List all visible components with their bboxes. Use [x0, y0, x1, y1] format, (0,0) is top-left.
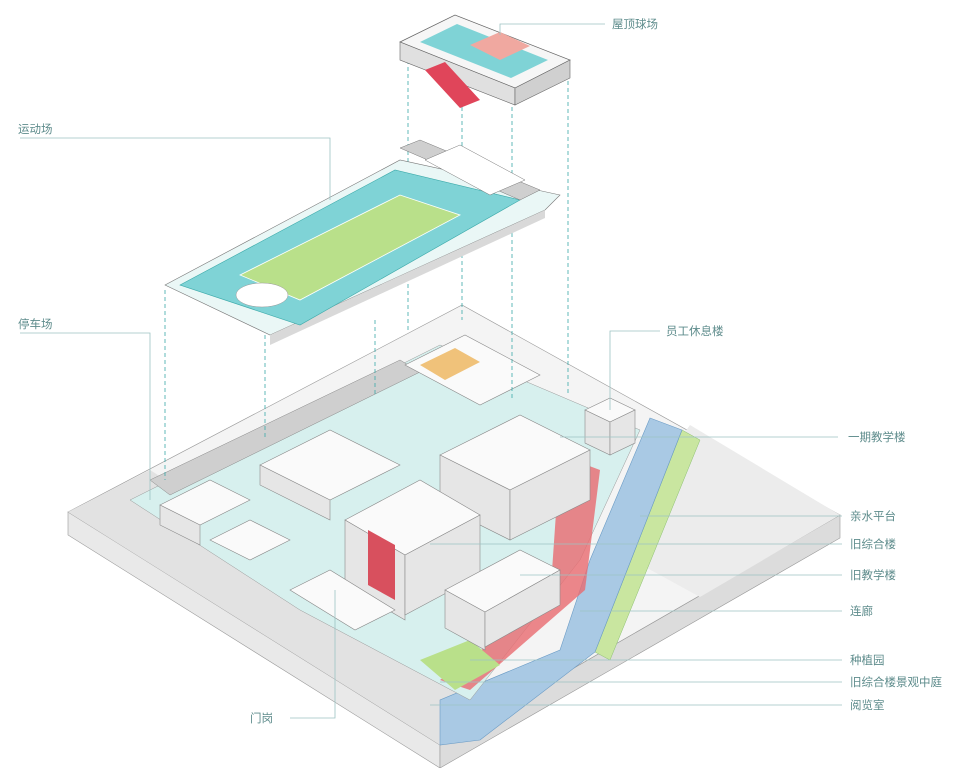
label-sports-field: 运动场 — [18, 122, 53, 136]
sports-field-layer — [164, 139, 561, 345]
label-phase1-teaching: 一期教学楼 — [848, 430, 906, 444]
label-rooftop-court: 屋顶球场 — [612, 17, 658, 31]
leader-lines — [20, 23, 842, 719]
buildings — [159, 334, 636, 651]
label-staff-lounge: 员工休息楼 — [666, 324, 724, 338]
label-corridor: 连廊 — [850, 604, 873, 618]
label-waterfront-platform: 亲水平台 — [850, 509, 896, 523]
label-garden: 种植园 — [850, 653, 885, 667]
label-gatehouse: 门岗 — [250, 711, 273, 725]
rooftop-court-layer — [399, 14, 571, 108]
label-reading-room: 阅览室 — [850, 698, 885, 712]
label-old-teaching: 旧教学楼 — [850, 568, 896, 582]
garden-area — [420, 640, 500, 690]
label-old-complex: 旧综合楼 — [850, 537, 896, 551]
label-parking: 停车场 — [18, 317, 53, 331]
label-old-complex-courtyard: 旧综合楼景观中庭 — [850, 675, 942, 689]
